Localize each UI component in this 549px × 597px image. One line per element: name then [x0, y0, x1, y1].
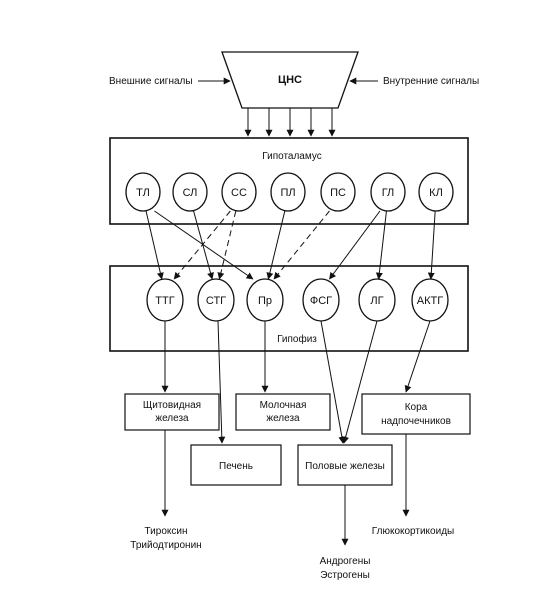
connection-pl-pr	[266, 210, 286, 280]
thyroxine-label: Тироксин	[145, 526, 188, 537]
cns-block: ЦНС	[221, 51, 359, 109]
hypothalamus-node-sl: СЛ	[172, 172, 208, 212]
pituitary-box	[109, 265, 469, 352]
connection-tl-ttg	[145, 210, 164, 280]
connection-tl-pr	[154, 210, 254, 280]
hypothalamus-label: Гипоталамус	[262, 151, 322, 162]
internal-signals-label: Внутренние сигналы	[383, 76, 479, 87]
target-adrenal: Кора надпочечников	[361, 393, 471, 435]
pituitary-node-label: АКТГ	[417, 295, 443, 307]
hypothalamus-node-label: ТЛ	[136, 187, 150, 199]
pituitary-node-label: ЛГ	[370, 295, 383, 307]
target-thyroid: Щитовидная железа	[124, 393, 220, 431]
pituitary-node-fsg: ФСГ	[302, 278, 340, 322]
gonads-label: Половые железы	[305, 461, 385, 472]
hypothalamus-node-pl: ПЛ	[270, 172, 306, 212]
estrogens-label: Эстрогены	[320, 570, 370, 581]
pituitary-label: Гипофиз	[277, 333, 317, 345]
pituitary-node-pr: Пр	[246, 278, 284, 322]
hypothalamus-node-label: ПС	[330, 187, 346, 199]
mammary-label-line1: Молочная	[260, 400, 307, 411]
pituitary-node-label: ТТГ	[155, 295, 174, 307]
pituitary-node-lg: ЛГ	[358, 278, 396, 322]
hypothalamus-node-gl: ГЛ	[370, 172, 406, 212]
cns-to-hypothalamus-arrows	[244, 108, 336, 137]
connection-gl-lg	[375, 210, 387, 280]
mammary-label-line2: железа	[266, 413, 300, 424]
pituitary-node-label: ФСГ	[310, 295, 332, 307]
hypothalamus-node-label: ГЛ	[382, 187, 395, 199]
liver-label: Печень	[219, 461, 253, 472]
pituitary-to-target-lines	[161, 320, 431, 444]
pituitary-node-aktg: АКТГ	[411, 278, 449, 322]
connection-ss-stg	[217, 210, 237, 280]
cns-label: ЦНС	[278, 74, 302, 86]
hypothalamus-node-ps: ПС	[320, 172, 356, 212]
thyroid-label-line2: железа	[155, 413, 189, 424]
target-gonads: Половые железы	[297, 444, 393, 486]
connection-ss-ttg	[173, 210, 231, 280]
hypothalamus-node-kl: КЛ	[418, 172, 454, 212]
hypothalamus-node-ss: СС	[221, 172, 257, 212]
pituitary-node-ttg: ТТГ	[146, 278, 184, 322]
connection-kl-aktg	[427, 210, 436, 280]
glucocorticoids-label: Глюкокортикоиды	[372, 526, 454, 537]
triiodothyronine-label: Трийодтиронин	[130, 540, 201, 551]
hypothalamus-box	[109, 137, 469, 225]
pituitary-node-label: СТГ	[206, 295, 226, 307]
hypothalamus-node-label: СЛ	[183, 187, 198, 199]
androgens-label: Андрогены	[320, 556, 371, 567]
hypothalamus-node-label: КЛ	[429, 187, 443, 199]
hypothalamus-node-label: ПЛ	[280, 187, 295, 199]
adrenal-label-line2: надпочечников	[381, 416, 451, 427]
connection-ps-pr	[273, 210, 330, 280]
pituitary-nodes: ТТГ СТГ Пр ФСГ ЛГ АКТГ	[146, 278, 449, 322]
hormone-connections	[145, 210, 436, 280]
external-signals-label: Внешние сигналы	[109, 76, 193, 87]
target-to-output-lines	[161, 430, 410, 546]
hypothalamus-nodes: ТЛ СЛ СС ПЛ ПС ГЛ КЛ	[125, 172, 454, 212]
hypothalamus-node-tl: ТЛ	[125, 172, 161, 212]
pituitary-node-stg: СТГ	[197, 278, 235, 322]
hypothalamus-node-label: СС	[231, 187, 247, 199]
target-mammary: Молочная железа	[235, 393, 331, 431]
thyroid-label-line1: Щитовидная	[143, 400, 201, 411]
pituitary-node-label: Пр	[258, 295, 272, 307]
connection-gl-fsg	[329, 210, 381, 280]
adrenal-label-line1: Кора	[405, 402, 428, 413]
target-liver: Печень	[190, 444, 282, 486]
